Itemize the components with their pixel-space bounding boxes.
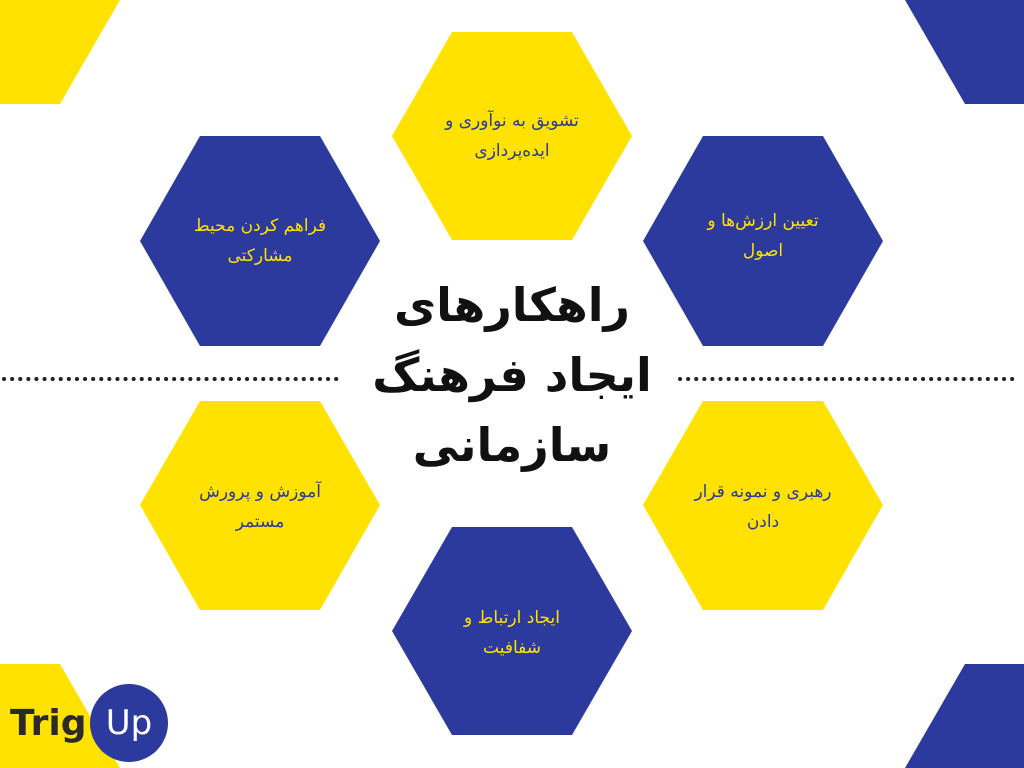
corner-shape-top-left <box>0 0 120 104</box>
hexagon-label-leadership: رهبری و نمونه قرار دادن <box>694 482 832 532</box>
hexagon-leadership <box>643 401 883 610</box>
corner-shape-bottom-right <box>905 664 1024 768</box>
hexagon-training <box>140 401 380 610</box>
title-line: راهکارهای <box>394 278 630 332</box>
hexagon-label-values: تعیین ارزش‌ها و اصول <box>707 211 819 261</box>
logo-text-trig: Trig <box>10 703 87 744</box>
corner-shape-top-right <box>905 0 1024 104</box>
title-line: ایجاد فرهنگ <box>372 348 652 402</box>
hexagon-communication <box>392 527 632 735</box>
hexagon-label-innovation: تشویق به نوآوری و ایده‌پردازی <box>445 111 579 161</box>
corner-shape-bottom-left <box>0 664 120 768</box>
hexagon-participation <box>140 136 380 346</box>
logo-text-up: Up <box>105 703 153 743</box>
diagram-title: راهکارهای ایجاد فرهنگ سازمانی <box>352 270 672 480</box>
hexagon-innovation <box>392 32 632 240</box>
hexagon-values <box>643 136 883 346</box>
logo-badge: Up <box>90 684 168 762</box>
hexagon-label-communication: ایجاد ارتباط و شفافیت <box>464 608 560 658</box>
hexagon-label-training: آموزش و پرورش مستمر <box>199 482 321 532</box>
hexagon-label-participation: فراهم کردن محیط مشارکتی <box>193 216 327 266</box>
title-line: سازمانی <box>412 418 612 472</box>
